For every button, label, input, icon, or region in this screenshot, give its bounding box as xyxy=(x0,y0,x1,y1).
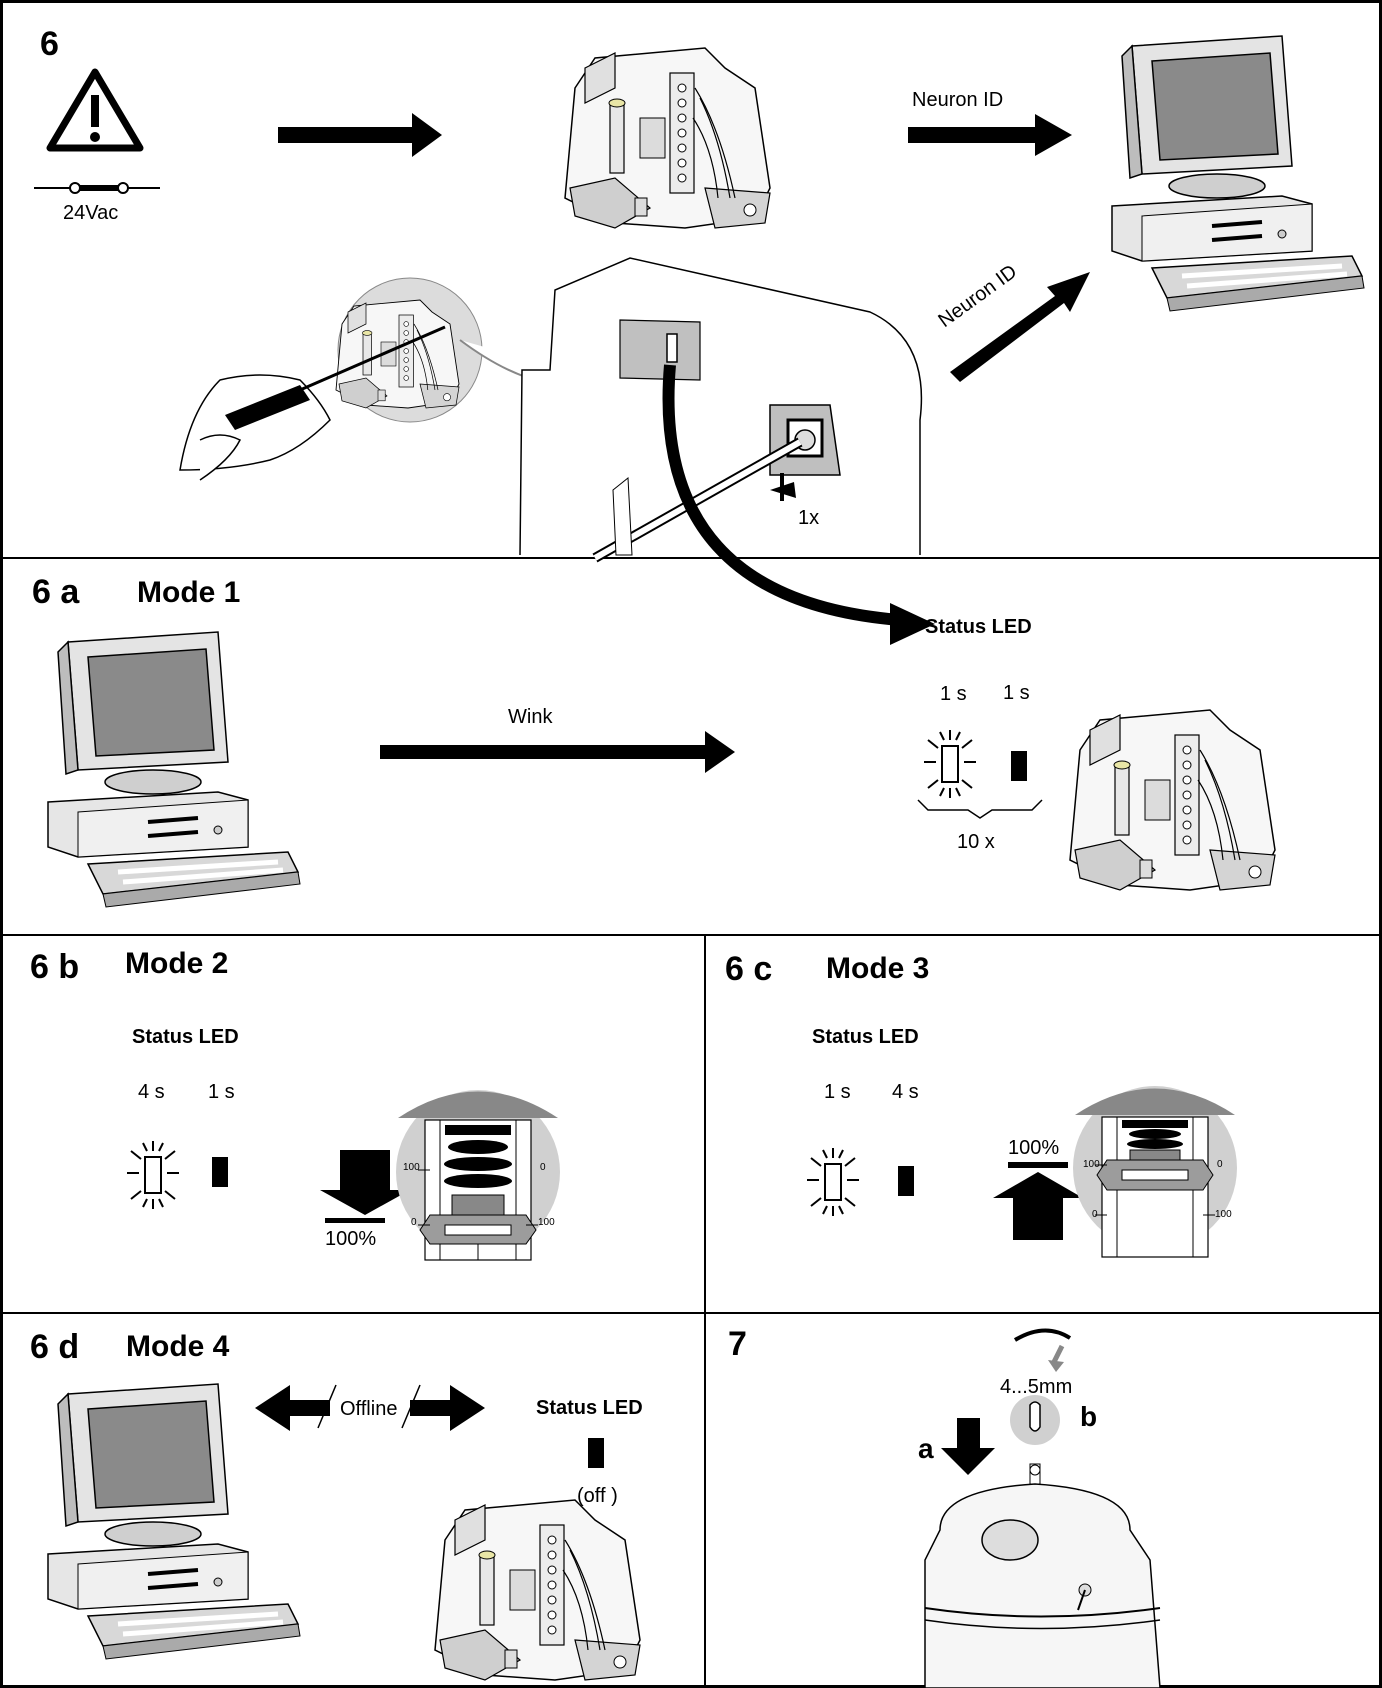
led-solid-icon xyxy=(1011,751,1027,781)
arrow-right-icon xyxy=(950,272,1090,382)
gauge-tick-label: 0 xyxy=(1092,1209,1098,1220)
gauge-tick-label: 0 xyxy=(540,1162,546,1173)
led-off-duration: 4 s xyxy=(892,1081,919,1103)
stroke-percent-label: 100% xyxy=(325,1228,377,1250)
voltage-label: 24Vac xyxy=(63,202,119,224)
arrow-right-icon xyxy=(380,731,735,773)
arrow-right-icon xyxy=(908,114,1072,156)
arrow-down-icon xyxy=(320,1150,410,1223)
gauge-tick-label: 100 xyxy=(538,1217,555,1228)
stroke-length-label: 4...5mm xyxy=(1000,1376,1073,1398)
status-led-label: Status LED xyxy=(132,1026,239,1048)
gauge-tick-label: 100 xyxy=(1083,1159,1100,1170)
rotate-icon xyxy=(1013,1328,1072,1372)
stroke-percent-label: 100% xyxy=(1008,1137,1060,1159)
switch-icon xyxy=(34,182,160,194)
led-off-duration: 1 s xyxy=(208,1081,235,1103)
break-line xyxy=(317,1384,337,1429)
section-number-6b: 6 b xyxy=(30,948,80,986)
gauge-tick-label: 0 xyxy=(411,1217,417,1228)
computer-icon xyxy=(1112,36,1364,311)
led-pointer-arrow xyxy=(662,364,901,626)
actuator-icon xyxy=(1069,709,1276,891)
section-number-6d: 6 d xyxy=(30,1328,80,1366)
arrow-right-icon xyxy=(278,113,442,157)
step-b-label: b xyxy=(1080,1401,1098,1432)
led-blinking-icon xyxy=(806,1147,860,1217)
section-number-6: 6 xyxy=(40,25,59,63)
computer-icon xyxy=(48,1384,300,1659)
led-solid-icon xyxy=(898,1166,914,1196)
status-led-label: Status LED xyxy=(812,1026,919,1048)
mode-title-1: Mode 1 xyxy=(137,576,241,609)
status-led-label: Status LED xyxy=(536,1397,643,1419)
led-solid-icon xyxy=(212,1157,228,1187)
actuator-icon xyxy=(924,1463,1161,1688)
actuator-icon xyxy=(564,47,771,229)
mode-title-3: Mode 3 xyxy=(826,952,930,985)
valve-gauge-icon xyxy=(396,1090,560,1261)
led-solid-icon xyxy=(588,1438,604,1468)
led-on-duration: 1 s xyxy=(824,1081,851,1103)
led-on-duration: 4 s xyxy=(138,1081,165,1103)
computer-icon xyxy=(48,632,300,907)
led-pointer-arrowhead xyxy=(890,603,935,645)
arrow-down-icon xyxy=(941,1418,995,1475)
led-off-duration: 1 s xyxy=(1003,682,1030,704)
neuron-id-label: Neuron ID xyxy=(912,89,1004,111)
mode-title-2: Mode 2 xyxy=(125,947,229,980)
screwdriver-icon xyxy=(179,277,483,481)
gauge-tick-label: 100 xyxy=(1215,1209,1232,1220)
repeat-brace xyxy=(917,799,1043,819)
led-blinking-icon xyxy=(126,1140,180,1210)
status-led-label: Status LED xyxy=(925,616,1032,638)
led-blinking-icon xyxy=(923,729,977,799)
warning-icon xyxy=(46,68,144,152)
actuator-icon xyxy=(434,1499,641,1681)
section-number-7: 7 xyxy=(728,1325,747,1363)
arrow-right-icon xyxy=(410,1385,485,1431)
press-count-label: 1x xyxy=(798,507,820,529)
arrow-left-icon xyxy=(255,1385,330,1431)
gauge-tick-label: 0 xyxy=(1217,1159,1223,1170)
gauge-tick-label: 100 xyxy=(403,1162,420,1173)
detail-view xyxy=(519,257,923,563)
step-a-label: a xyxy=(918,1433,934,1464)
stem-tip xyxy=(1029,1401,1041,1432)
led-on-duration: 1 s xyxy=(940,683,967,705)
offline-label: Offline xyxy=(340,1398,398,1420)
led-off-label: (off ) xyxy=(577,1485,618,1507)
section-number-6c: 6 c xyxy=(725,950,773,988)
section-number-6a: 6 a xyxy=(32,573,80,611)
wink-label: Wink xyxy=(508,706,553,728)
arrow-up-icon xyxy=(993,1162,1083,1240)
mode-title-4: Mode 4 xyxy=(126,1330,230,1363)
valve-gauge-icon xyxy=(1073,1086,1237,1258)
repeat-count-label: 10 x xyxy=(957,831,995,853)
